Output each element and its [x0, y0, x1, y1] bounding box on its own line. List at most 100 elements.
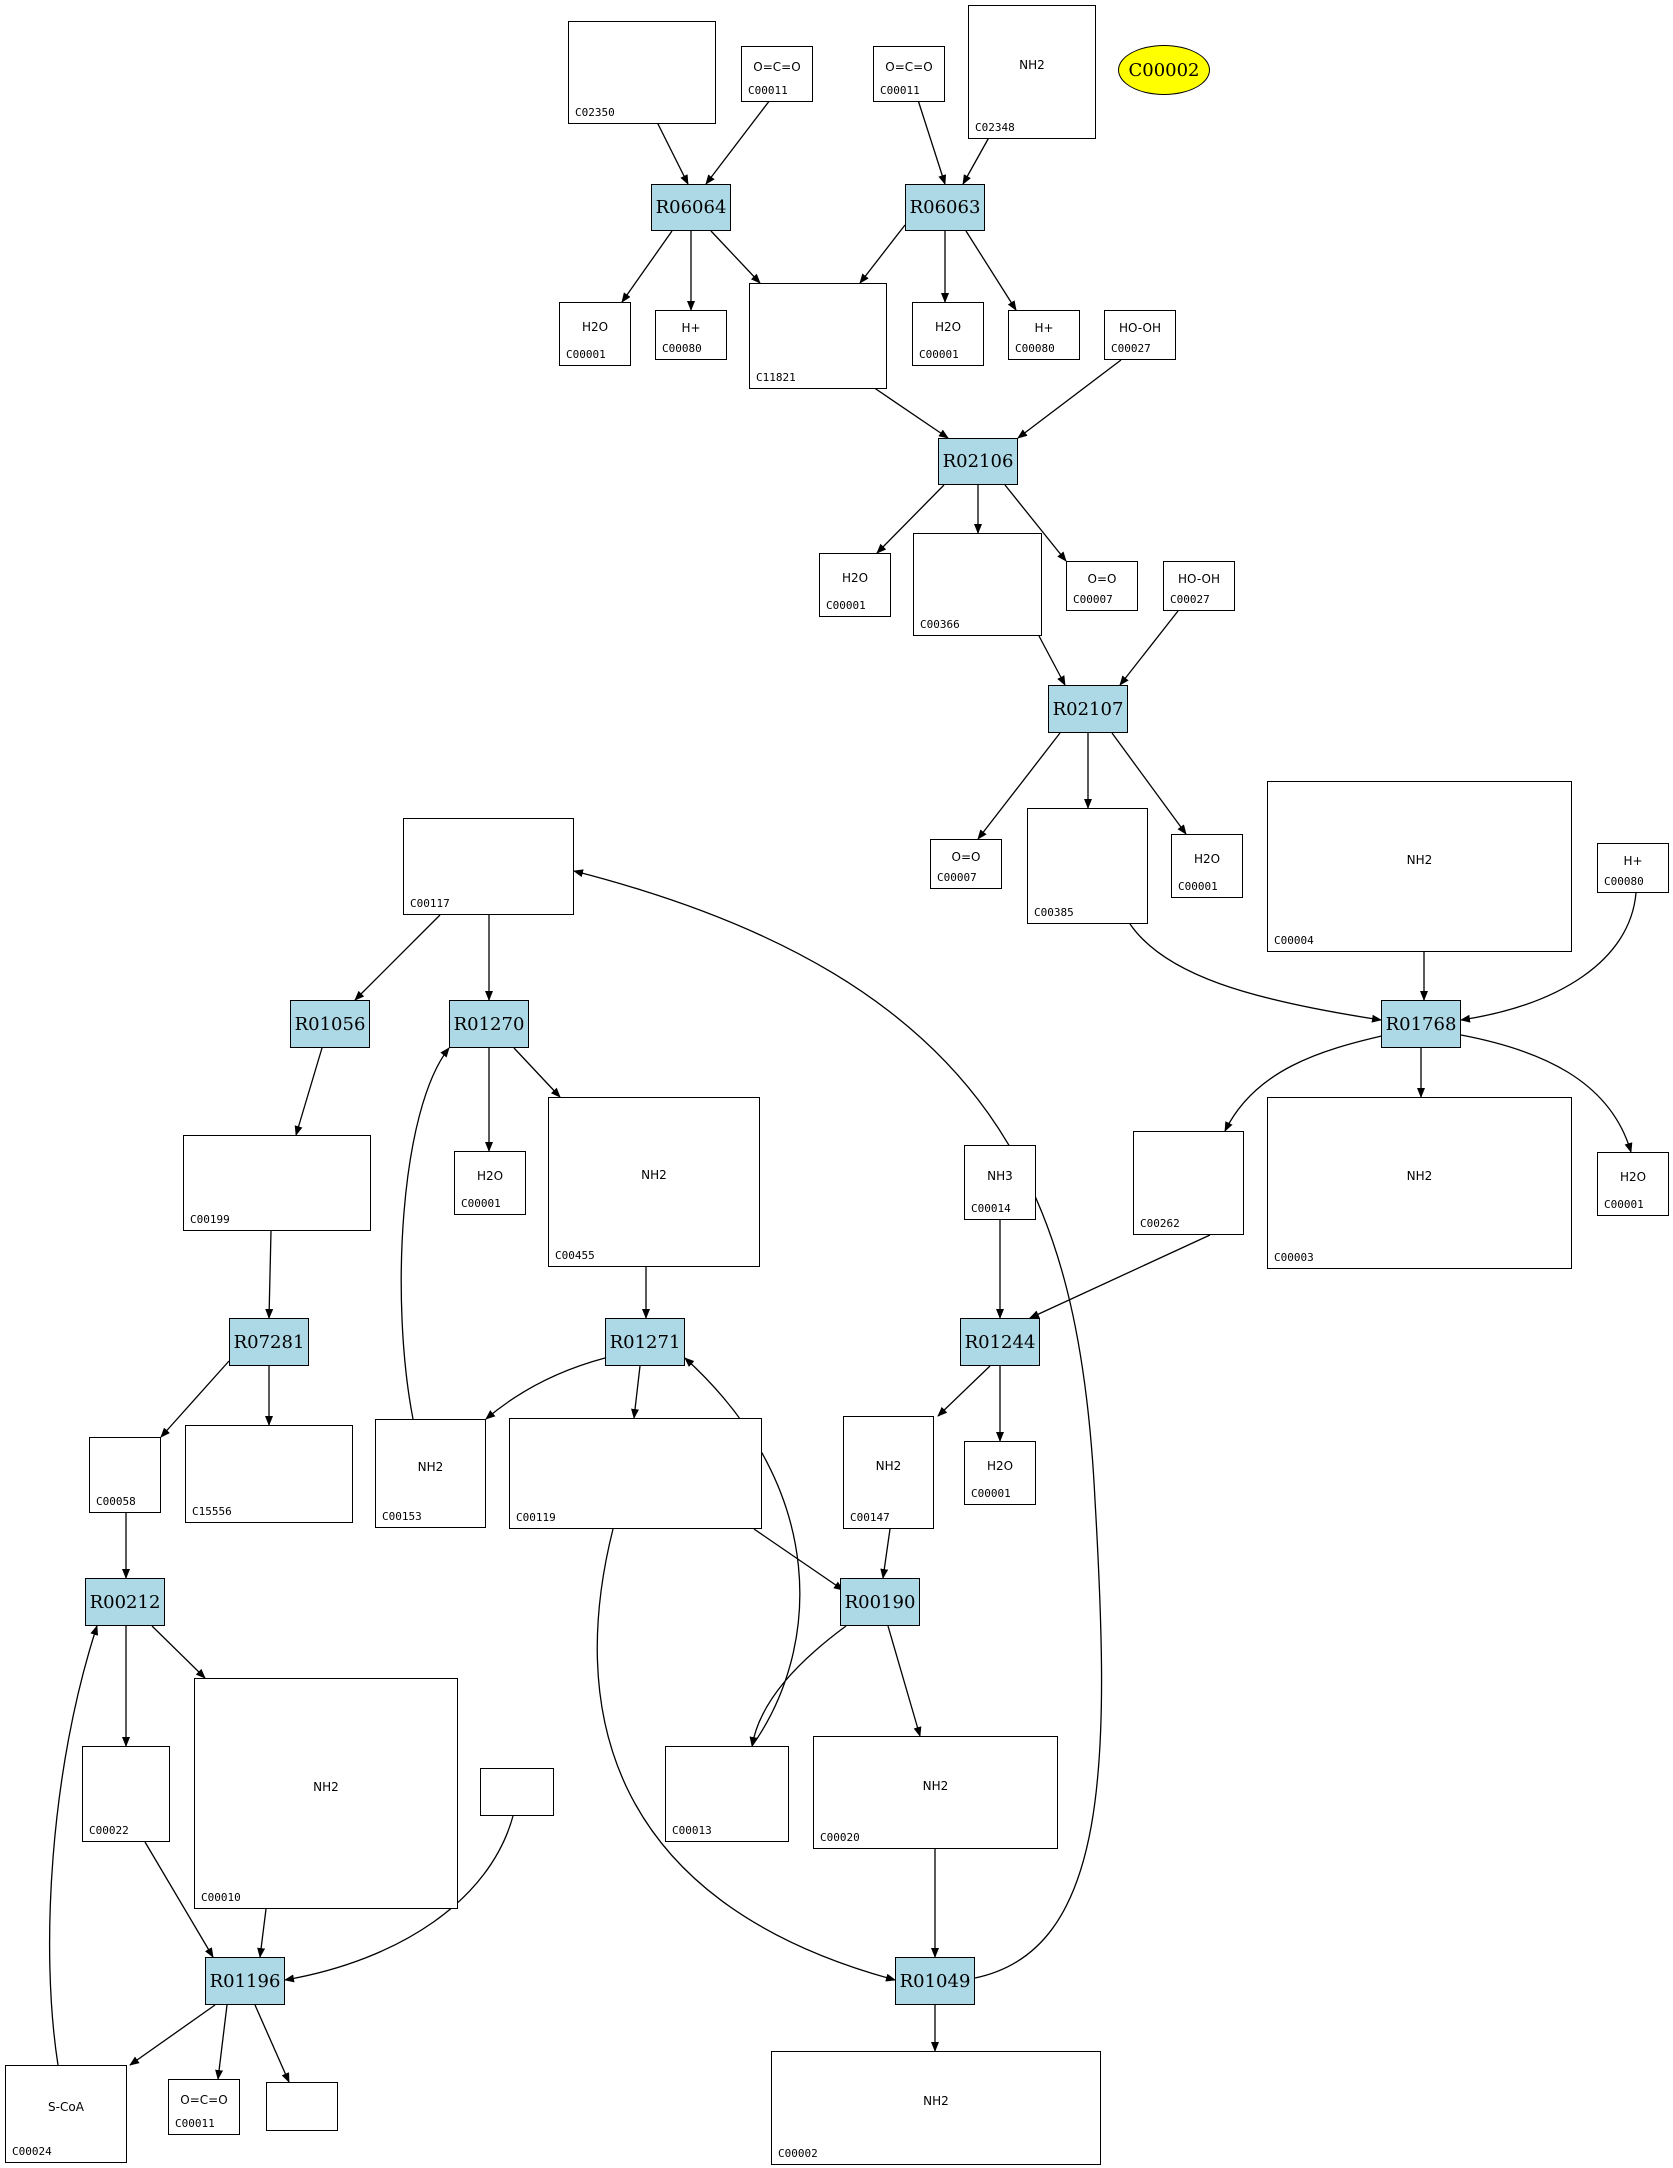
reaction-r06064[interactable]: R06064 [651, 184, 731, 231]
compound-id: C00004 [1274, 934, 1314, 947]
compound-id: C00153 [382, 1510, 422, 1523]
compound-c00080[interactable]: H+C00080 [655, 310, 727, 360]
reaction-r00212[interactable]: R00212 [85, 1578, 165, 1626]
compound-id: C02348 [975, 121, 1015, 134]
compound-c00366[interactable]: C00366 [913, 533, 1042, 636]
edge-arrow [1224, 1034, 1387, 1132]
structure-image: HO-OH [1119, 321, 1161, 335]
compound-c00385[interactable]: C00385 [1027, 808, 1148, 924]
compound-unlabeled[interactable] [480, 1768, 554, 1816]
compound-c00024[interactable]: S-CoA C00024 [5, 2065, 127, 2163]
compound-c02350[interactable]: C02350 [568, 21, 716, 124]
edge-arrow [710, 230, 761, 284]
compound-c00080[interactable]: H+C00080 [1008, 310, 1080, 360]
edge-arrow [354, 914, 441, 1001]
edge-arrow [215, 2004, 228, 2080]
reaction-r01244[interactable]: R01244 [960, 1318, 1040, 1366]
compound-unlabeled[interactable] [266, 2082, 338, 2131]
compound-c00013[interactable]: C00013 [665, 1746, 789, 1842]
compound-c00117[interactable]: C00117 [403, 818, 574, 915]
compound-c15556[interactable]: C15556 [185, 1425, 353, 1523]
edge-arrow [160, 1360, 230, 1438]
edge-arrow [1029, 1234, 1211, 1319]
reaction-r07281[interactable]: R07281 [229, 1318, 309, 1366]
structure-image [672, 1753, 782, 1821]
reaction-r06063[interactable]: R06063 [905, 184, 985, 231]
edge-arrow [485, 1357, 606, 1420]
structure-image [516, 1425, 755, 1508]
reaction-r01049[interactable]: R01049 [895, 1957, 975, 2005]
reaction-r00190[interactable]: R00190 [840, 1578, 920, 1626]
edge-arrow [1129, 923, 1382, 1023]
highlight-compound[interactable]: C00002 [1118, 45, 1210, 95]
compound-id: C00001 [1604, 1198, 1644, 1211]
structure-image: NH2 [875, 1458, 902, 1473]
edge-arrow [596, 1528, 896, 1982]
reaction-r01271[interactable]: R01271 [605, 1318, 685, 1366]
compound-id: C00001 [461, 1197, 501, 1210]
compound-c00119[interactable]: C00119 [509, 1418, 762, 1529]
edge-arrow [753, 1528, 844, 1591]
structure-image: O=O [951, 850, 981, 864]
structure-image: H2O [1193, 852, 1221, 866]
edge-arrow [151, 1625, 206, 1679]
compound-c11821[interactable]: C11821 [749, 283, 887, 389]
reaction-r01056[interactable]: R01056 [290, 1000, 370, 1048]
reaction-r01270[interactable]: R01270 [449, 1000, 529, 1048]
structure-image: NH2 [922, 1778, 949, 1793]
compound-id: C00001 [919, 348, 959, 361]
reaction-r01196[interactable]: R01196 [205, 1957, 285, 2005]
compound-c00058[interactable]: C00058 [89, 1437, 161, 1513]
compound-id: C00147 [850, 1511, 890, 1524]
structure-image: NH2 [417, 1459, 444, 1474]
compound-id: C00022 [89, 1824, 129, 1837]
structure-image: S-CoA [48, 2100, 84, 2114]
reaction-r02106[interactable]: R02106 [938, 438, 1018, 485]
edge-arrow [869, 384, 949, 439]
edge-arrow [887, 1625, 922, 1737]
compound-id: C11821 [756, 371, 796, 384]
compound-id: C00119 [516, 1511, 556, 1524]
edge-arrow [937, 1365, 991, 1417]
compound-id: C00024 [12, 2145, 52, 2158]
compound-c00080[interactable]: H+C00080 [1597, 843, 1669, 893]
structure-image: NH3 [987, 1168, 1013, 1183]
structure-image: H+ [1034, 321, 1054, 335]
reaction-r02107[interactable]: R02107 [1048, 685, 1128, 733]
edge-arrow [573, 869, 1103, 1979]
compound-id: C00455 [555, 1249, 595, 1262]
structure-image: H2O [986, 1459, 1014, 1473]
compound-id: C00013 [672, 1824, 712, 1837]
reaction-r01768[interactable]: R01768 [1381, 1000, 1461, 1048]
compound-c00199[interactable]: C00199 [183, 1135, 371, 1231]
compound-c00022[interactable]: C00022 [82, 1746, 170, 1842]
compound-c00262[interactable]: C00262 [1133, 1131, 1244, 1235]
edge-arrow [859, 224, 906, 284]
structure-image: O=C=O [180, 2093, 228, 2107]
